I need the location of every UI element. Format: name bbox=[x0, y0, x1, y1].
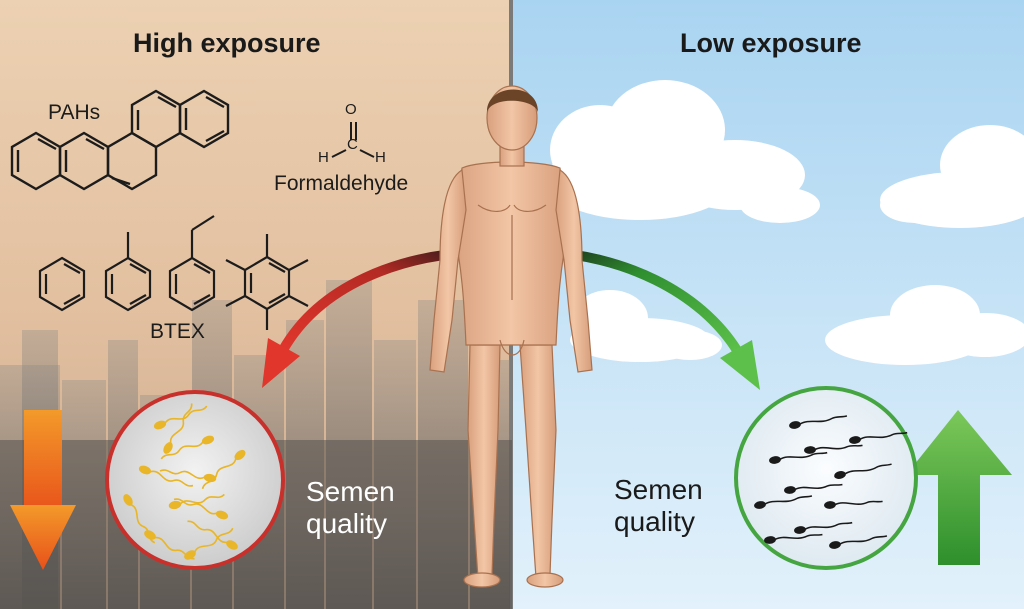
sperm-cell bbox=[160, 435, 215, 460]
semen-quality-low: Semen quality bbox=[614, 474, 703, 538]
sperm-cell bbox=[138, 465, 194, 487]
formaldehyde-atom-h-right: H bbox=[375, 149, 386, 166]
low-exposure-heading: Low exposure bbox=[680, 28, 862, 58]
cloud-large bbox=[545, 80, 820, 223]
arrow-down-icon bbox=[10, 410, 76, 570]
btex-label: BTEX bbox=[150, 320, 205, 343]
semen-quality-high: Semen quality bbox=[306, 476, 395, 540]
human-hair bbox=[486, 89, 538, 112]
pahs-structure-icon bbox=[10, 89, 230, 191]
sperm-cell bbox=[187, 520, 238, 550]
formaldehyde-atom-h-left: H bbox=[318, 149, 329, 166]
xylene-icon bbox=[225, 234, 309, 330]
sperm-cell bbox=[789, 415, 848, 429]
sperm-cell bbox=[168, 493, 225, 510]
human-figure bbox=[429, 85, 593, 588]
semen-quality-low-line1: Semen bbox=[614, 474, 703, 505]
sperm-cell bbox=[824, 500, 883, 509]
benzene-icon bbox=[38, 256, 86, 312]
ethylbenzene-icon bbox=[168, 215, 216, 312]
sperm-cell bbox=[849, 431, 908, 444]
sperm-cell bbox=[834, 463, 892, 479]
sperm-cell bbox=[754, 495, 813, 509]
sperm-cell bbox=[794, 521, 853, 534]
sperm-cell bbox=[769, 451, 828, 464]
semen-quality-low-line2: quality bbox=[614, 506, 695, 537]
cloud-right-mid bbox=[825, 285, 1024, 365]
sperm-cell bbox=[184, 527, 234, 560]
sperm-cell bbox=[123, 494, 156, 544]
sperm-cell bbox=[173, 498, 229, 520]
sample-dish-high bbox=[105, 390, 285, 570]
sperm-cell bbox=[201, 449, 246, 490]
semen-quality-high-line1: Semen bbox=[306, 476, 395, 507]
semen-quality-high-line2: quality bbox=[306, 508, 387, 539]
sperm-cell bbox=[829, 535, 888, 549]
sperm-cell bbox=[153, 405, 208, 430]
human-details bbox=[477, 204, 547, 356]
sperm-cell bbox=[804, 444, 863, 454]
formaldehyde-atom-c: C bbox=[347, 136, 358, 153]
sperm-cell bbox=[784, 483, 843, 494]
clouds bbox=[545, 80, 1024, 365]
cloud-right-top bbox=[880, 125, 1024, 228]
pahs-label: PAHs bbox=[48, 101, 101, 124]
arrow-up-icon bbox=[906, 410, 1012, 565]
sperm-cell bbox=[163, 403, 193, 454]
sample-dish-low bbox=[734, 386, 918, 570]
sperm-cell bbox=[764, 533, 823, 544]
cloud-low-left bbox=[570, 290, 722, 362]
toluene-icon bbox=[104, 232, 152, 312]
formaldehyde-structure-icon bbox=[331, 122, 375, 158]
formaldehyde-label: Formaldehyde bbox=[274, 172, 409, 195]
formaldehyde-atom-o: O bbox=[345, 101, 357, 118]
high-exposure-heading: High exposure bbox=[133, 28, 321, 58]
